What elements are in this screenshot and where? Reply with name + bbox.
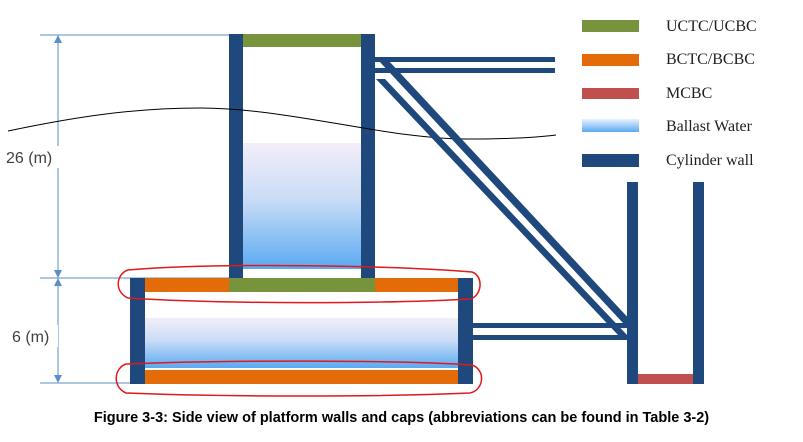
dimension-label-upper: 26 (m) <box>6 150 52 167</box>
sea-level-wave <box>7 107 557 140</box>
upper-column <box>229 34 375 279</box>
offset-column-right-wall <box>693 182 704 384</box>
legend-swatch-ballast <box>582 119 639 132</box>
legend-swatch-bctc <box>582 54 639 66</box>
lower-column-bottom-cap <box>145 370 458 384</box>
offset-column-left-wall <box>627 182 638 384</box>
lower-column-right-wall <box>458 278 473 384</box>
lower-horizontal-brace-bottom <box>473 335 627 340</box>
upper-column-left-wall <box>229 34 243 279</box>
offset-column-bottom-cap <box>638 374 693 384</box>
bracing-structure <box>375 57 633 340</box>
upper-column-bottom-cap <box>229 278 375 292</box>
upper-column-right-wall <box>361 34 375 279</box>
legend-swatch-wall <box>582 154 639 167</box>
figure-caption: Figure 3-3: Side view of platform walls … <box>93 410 710 426</box>
arrowhead-icon <box>54 35 62 43</box>
highlight-top-cap <box>117 264 481 304</box>
legend-swatch-mcbc <box>582 88 639 99</box>
dimension-label-lower: 6 (m) <box>12 329 49 346</box>
legend-label-mcbc: MCBC <box>666 85 712 102</box>
highlight-bottom-cap <box>115 360 483 397</box>
upper-ballast-water <box>243 143 361 269</box>
upper-column-top-cap <box>243 34 361 47</box>
lower-column <box>130 278 473 384</box>
legend-label-uctc: UCTC/UCBC <box>666 18 757 35</box>
upper-horizontal-brace-bottom <box>375 68 555 73</box>
lower-column-left-wall <box>130 278 145 384</box>
lower-ballast-water <box>145 318 458 368</box>
arrowhead-icon <box>54 375 62 383</box>
arrowhead-icon <box>54 270 62 278</box>
arrowhead-icon <box>54 278 62 286</box>
legend-label-wall: Cylinder wall <box>666 152 754 169</box>
legend-label-ballast: Ballast Water <box>666 118 753 135</box>
diagonal-brace-inner <box>376 79 627 335</box>
diagonal-brace-outer <box>378 60 633 323</box>
offset-column <box>627 182 704 384</box>
legend-label-bctc: BCTC/BCBC <box>666 51 755 68</box>
legend-swatch-uctc <box>582 20 639 32</box>
upper-horizontal-brace-top <box>375 57 555 62</box>
legend: UCTC/UCBC BCTC/BCBC MCBC Ballast Water C… <box>582 18 757 169</box>
dimension-annotations: 26 (m) 6 (m) <box>6 34 232 384</box>
lower-horizontal-brace-top <box>473 323 627 328</box>
